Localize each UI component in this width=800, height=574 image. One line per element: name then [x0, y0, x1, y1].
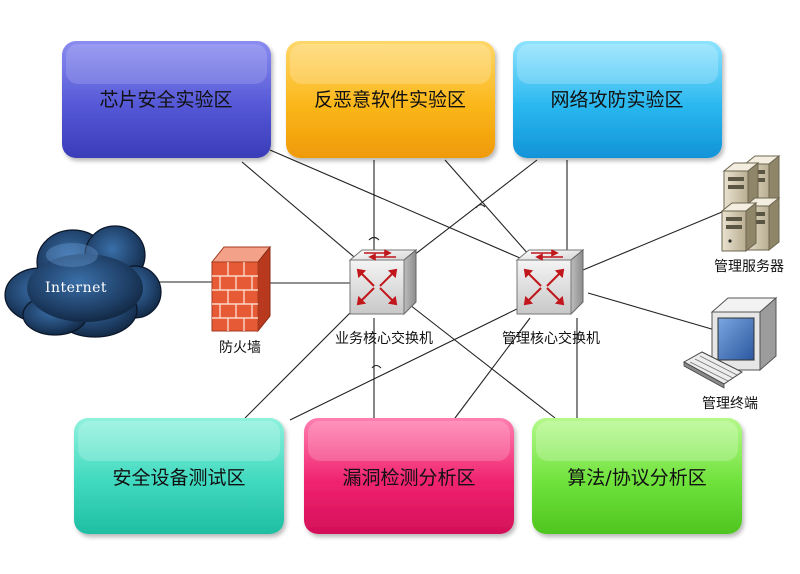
mgmt-terminal-label: 管理终端 [702, 396, 758, 412]
firewall-label: 防火墙 [219, 340, 261, 356]
zone-security-device-test[interactable] [74, 418, 284, 534]
zone-algo-protocol[interactable] [532, 418, 742, 534]
zone-label-security-device-test: 安全设备测试区 [112, 467, 245, 489]
link-mgmt-switch-terminal [587, 292, 716, 331]
mgmt-switch-label: 管理核心交换机 [502, 330, 600, 347]
mgmt-server-label: 管理服务器 [714, 259, 784, 275]
zone-label-network-attack-lab: 网络攻防实验区 [550, 89, 683, 111]
connection-lines [150, 149, 723, 421]
link-mgmt-switch-secdev-zone [289, 304, 526, 421]
network-switch-icon[interactable] [515, 248, 585, 316]
link-mgmt-switch-chip-lab [269, 149, 521, 259]
internet-label: Internet [45, 280, 107, 296]
crossing-hop [371, 364, 382, 369]
link-business-switch-chip-lab [241, 161, 361, 263]
link-mgmt-switch-antimalware-lab [444, 159, 531, 257]
link-business-switch-algo-zone [409, 304, 556, 419]
zone-label-vuln-analysis: 漏洞检测分析区 [342, 467, 475, 489]
brick-wall-icon[interactable] [210, 245, 272, 333]
zone-vuln-analysis[interactable] [304, 418, 514, 534]
zone-label-anti-malware-lab: 反恶意软件实验区 [314, 89, 466, 111]
crossing-hop [475, 204, 486, 209]
cloud-icon[interactable] [4, 225, 162, 338]
zone-label-algo-protocol: 算法/协议分析区 [567, 467, 706, 489]
zone-anti-malware-lab[interactable] [286, 41, 495, 158]
zone-chip-lab[interactable] [62, 41, 271, 158]
network-switch-icon[interactable] [348, 248, 418, 316]
business-switch-label: 业务核心交换机 [335, 330, 433, 347]
desktop-computer-icon[interactable] [682, 296, 778, 389]
zone-network-attack-lab[interactable] [513, 41, 722, 158]
link-mgmt-switch-vuln-zone [454, 317, 531, 419]
link-mgmt-switch-server [582, 211, 723, 271]
server-tower-icon[interactable] [720, 154, 781, 253]
link-business-switch-secdev-zone [244, 307, 356, 419]
zone-label-chip-lab: 芯片安全实验区 [99, 89, 232, 111]
crossing-hop [368, 236, 380, 241]
link-business-switch-network-lab [404, 159, 538, 263]
